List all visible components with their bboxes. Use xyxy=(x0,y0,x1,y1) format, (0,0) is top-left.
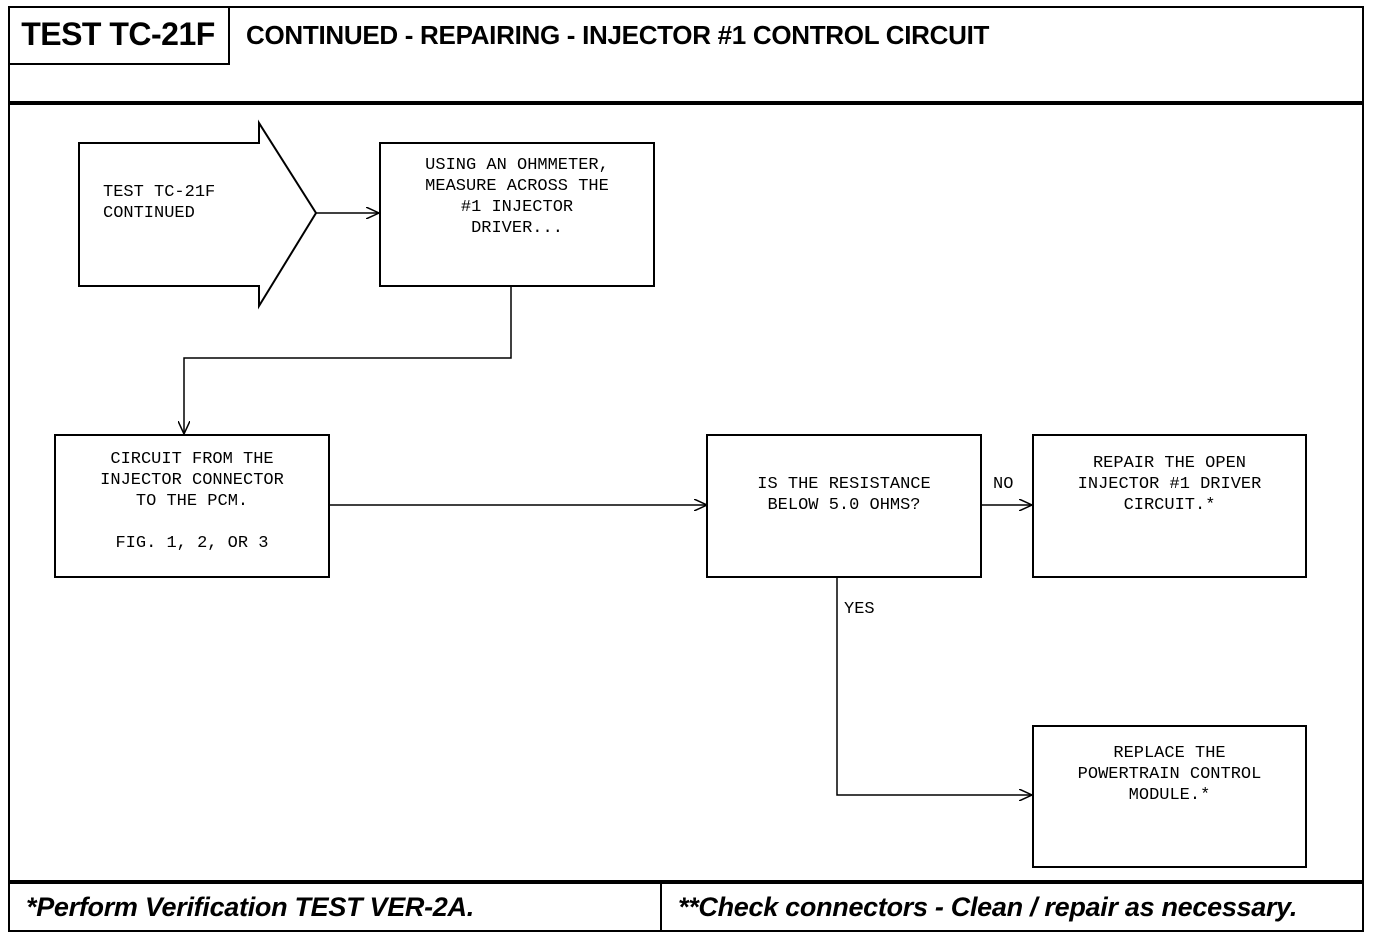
no-branch-label: NO xyxy=(993,475,1014,494)
replace-pcm-box: REPLACE THE POWERTRAIN CONTROL MODULE.* xyxy=(1032,725,1307,868)
resistance-decision-box: IS THE RESISTANCE BELOW 5.0 OHMS? xyxy=(706,434,982,578)
connector-yes-branch xyxy=(836,577,1032,795)
verification-note: *Perform Verification TEST VER-2A. xyxy=(26,891,474,922)
repair-action-box: REPAIR THE OPEN INJECTOR #1 DRIVER CIRCU… xyxy=(1032,434,1307,578)
start-arrow-shape xyxy=(78,119,318,310)
start-arrow-label: TEST TC-21F CONTINUED xyxy=(103,183,216,223)
repair-action-text: REPAIR THE OPEN INJECTOR #1 DRIVER CIRCU… xyxy=(1077,453,1262,515)
header-divider xyxy=(8,101,1364,105)
replace-pcm-text: REPLACE THE POWERTRAIN CONTROL MODULE.* xyxy=(1077,744,1262,805)
connector-measure-to-circuit xyxy=(184,286,512,434)
measure-step-box: USING AN OHMMETER, MEASURE ACROSS THE #1… xyxy=(379,142,655,287)
footer-divider xyxy=(8,880,1364,884)
circuit-step-box: CIRCUIT FROM THE INJECTOR CONNECTOR TO T… xyxy=(54,434,330,578)
measure-step-text: USING AN OHMMETER, MEASURE ACROSS THE #1… xyxy=(425,155,609,238)
page-frame xyxy=(8,6,1364,932)
yes-branch-label: YES xyxy=(844,600,875,619)
page-title: CONTINUED - REPAIRING - INJECTOR #1 CONT… xyxy=(246,20,990,50)
resistance-decision-text: IS THE RESISTANCE BELOW 5.0 OHMS? xyxy=(757,475,931,515)
test-id-label: TEST TC-21F xyxy=(8,6,230,65)
connector-check-note: **Check connectors - Clean / repair as n… xyxy=(678,891,1298,922)
circuit-step-text: CIRCUIT FROM THE INJECTOR CONNECTOR TO T… xyxy=(100,449,284,553)
footer-separator xyxy=(660,882,662,930)
